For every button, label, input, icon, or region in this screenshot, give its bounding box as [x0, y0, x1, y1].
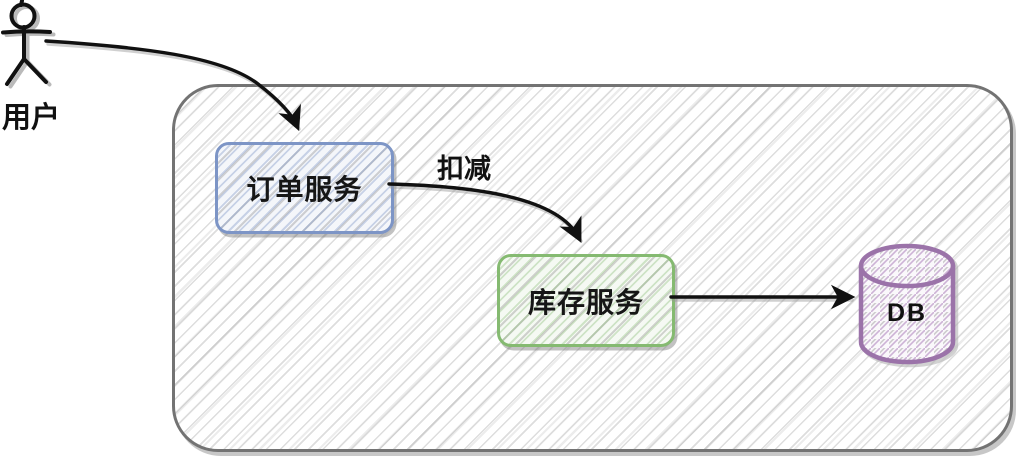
inventory-service-node: 库存服务	[497, 254, 675, 347]
database-label: DB	[886, 299, 928, 327]
edge-label-deduct: 扣减	[437, 154, 491, 184]
actor-figure-icon	[1, 0, 56, 89]
inventory-service-label: 库存服务	[527, 286, 644, 318]
order-service-label: 订单服务	[246, 174, 363, 205]
database-cylinder-icon	[858, 243, 959, 368]
actor-label: 用户	[2, 102, 61, 134]
order-service-node: 订单服务	[215, 142, 394, 234]
